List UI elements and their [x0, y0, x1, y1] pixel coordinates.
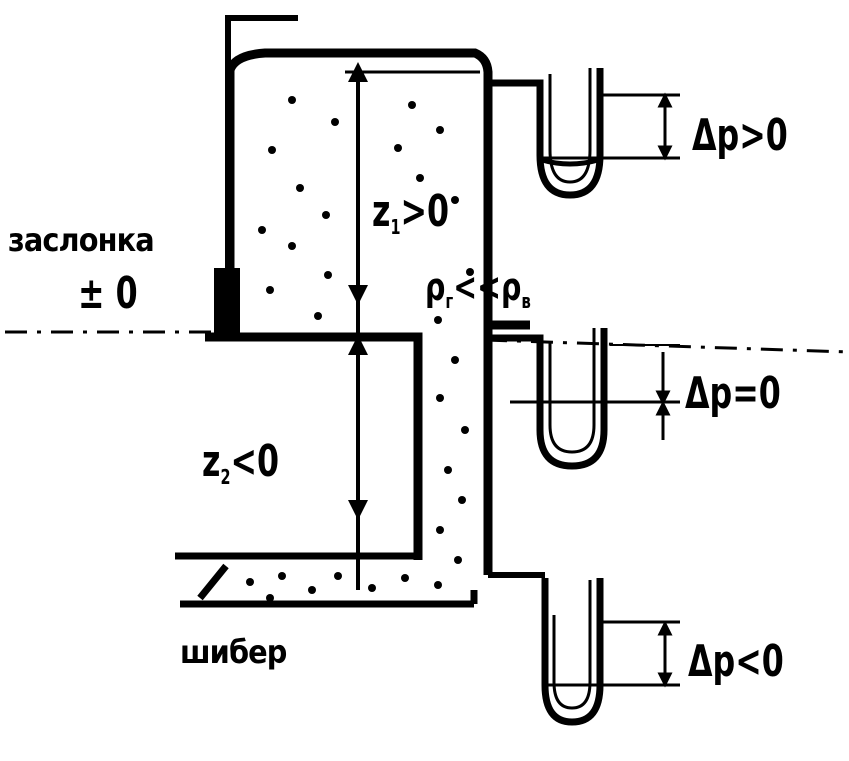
manometer-bottom — [541, 578, 680, 726]
rho-gas-symbol: ρ — [425, 265, 446, 309]
zero-level-label: ± 0 — [78, 268, 138, 319]
throat-wall-right — [483, 320, 530, 575]
rho-air-subscript: в — [521, 289, 531, 313]
dp-middle-label: Δp=0 — [685, 368, 781, 419]
z2-label: z2<0 — [202, 440, 279, 489]
z1-label: z1>0 — [372, 190, 449, 239]
gas-dots — [246, 96, 474, 602]
valve-block — [214, 268, 240, 334]
rho-gas-subscript: г — [445, 289, 454, 313]
z1-symbol: z — [372, 186, 391, 237]
rho-air-symbol: ρ — [501, 265, 522, 309]
dp-top-label: Δp>0 — [692, 110, 788, 161]
throat-wall-left — [205, 332, 423, 560]
manometer-middle — [488, 328, 680, 470]
density-relation-label: ρг<<ρв — [425, 268, 531, 311]
damper-plate — [197, 563, 229, 601]
density-relation-sign: << — [453, 265, 502, 309]
lower-duct — [175, 552, 545, 608]
upper-chamber-wall — [225, 48, 493, 340]
manometer-top — [488, 68, 680, 199]
dp-bottom-label: Δp<0 — [688, 636, 784, 687]
zero-level-line — [5, 330, 849, 354]
z1-subscript: 1 — [390, 215, 401, 239]
valve-label: заслонка — [8, 221, 155, 259]
valve-rod — [225, 15, 298, 285]
height-dimension — [345, 62, 480, 590]
z2-symbol: z — [202, 436, 221, 487]
z1-relation: >0 — [400, 186, 450, 237]
z2-relation: <0 — [230, 436, 280, 487]
damper-label: шибер — [180, 633, 287, 671]
z2-subscript: 2 — [220, 465, 231, 489]
